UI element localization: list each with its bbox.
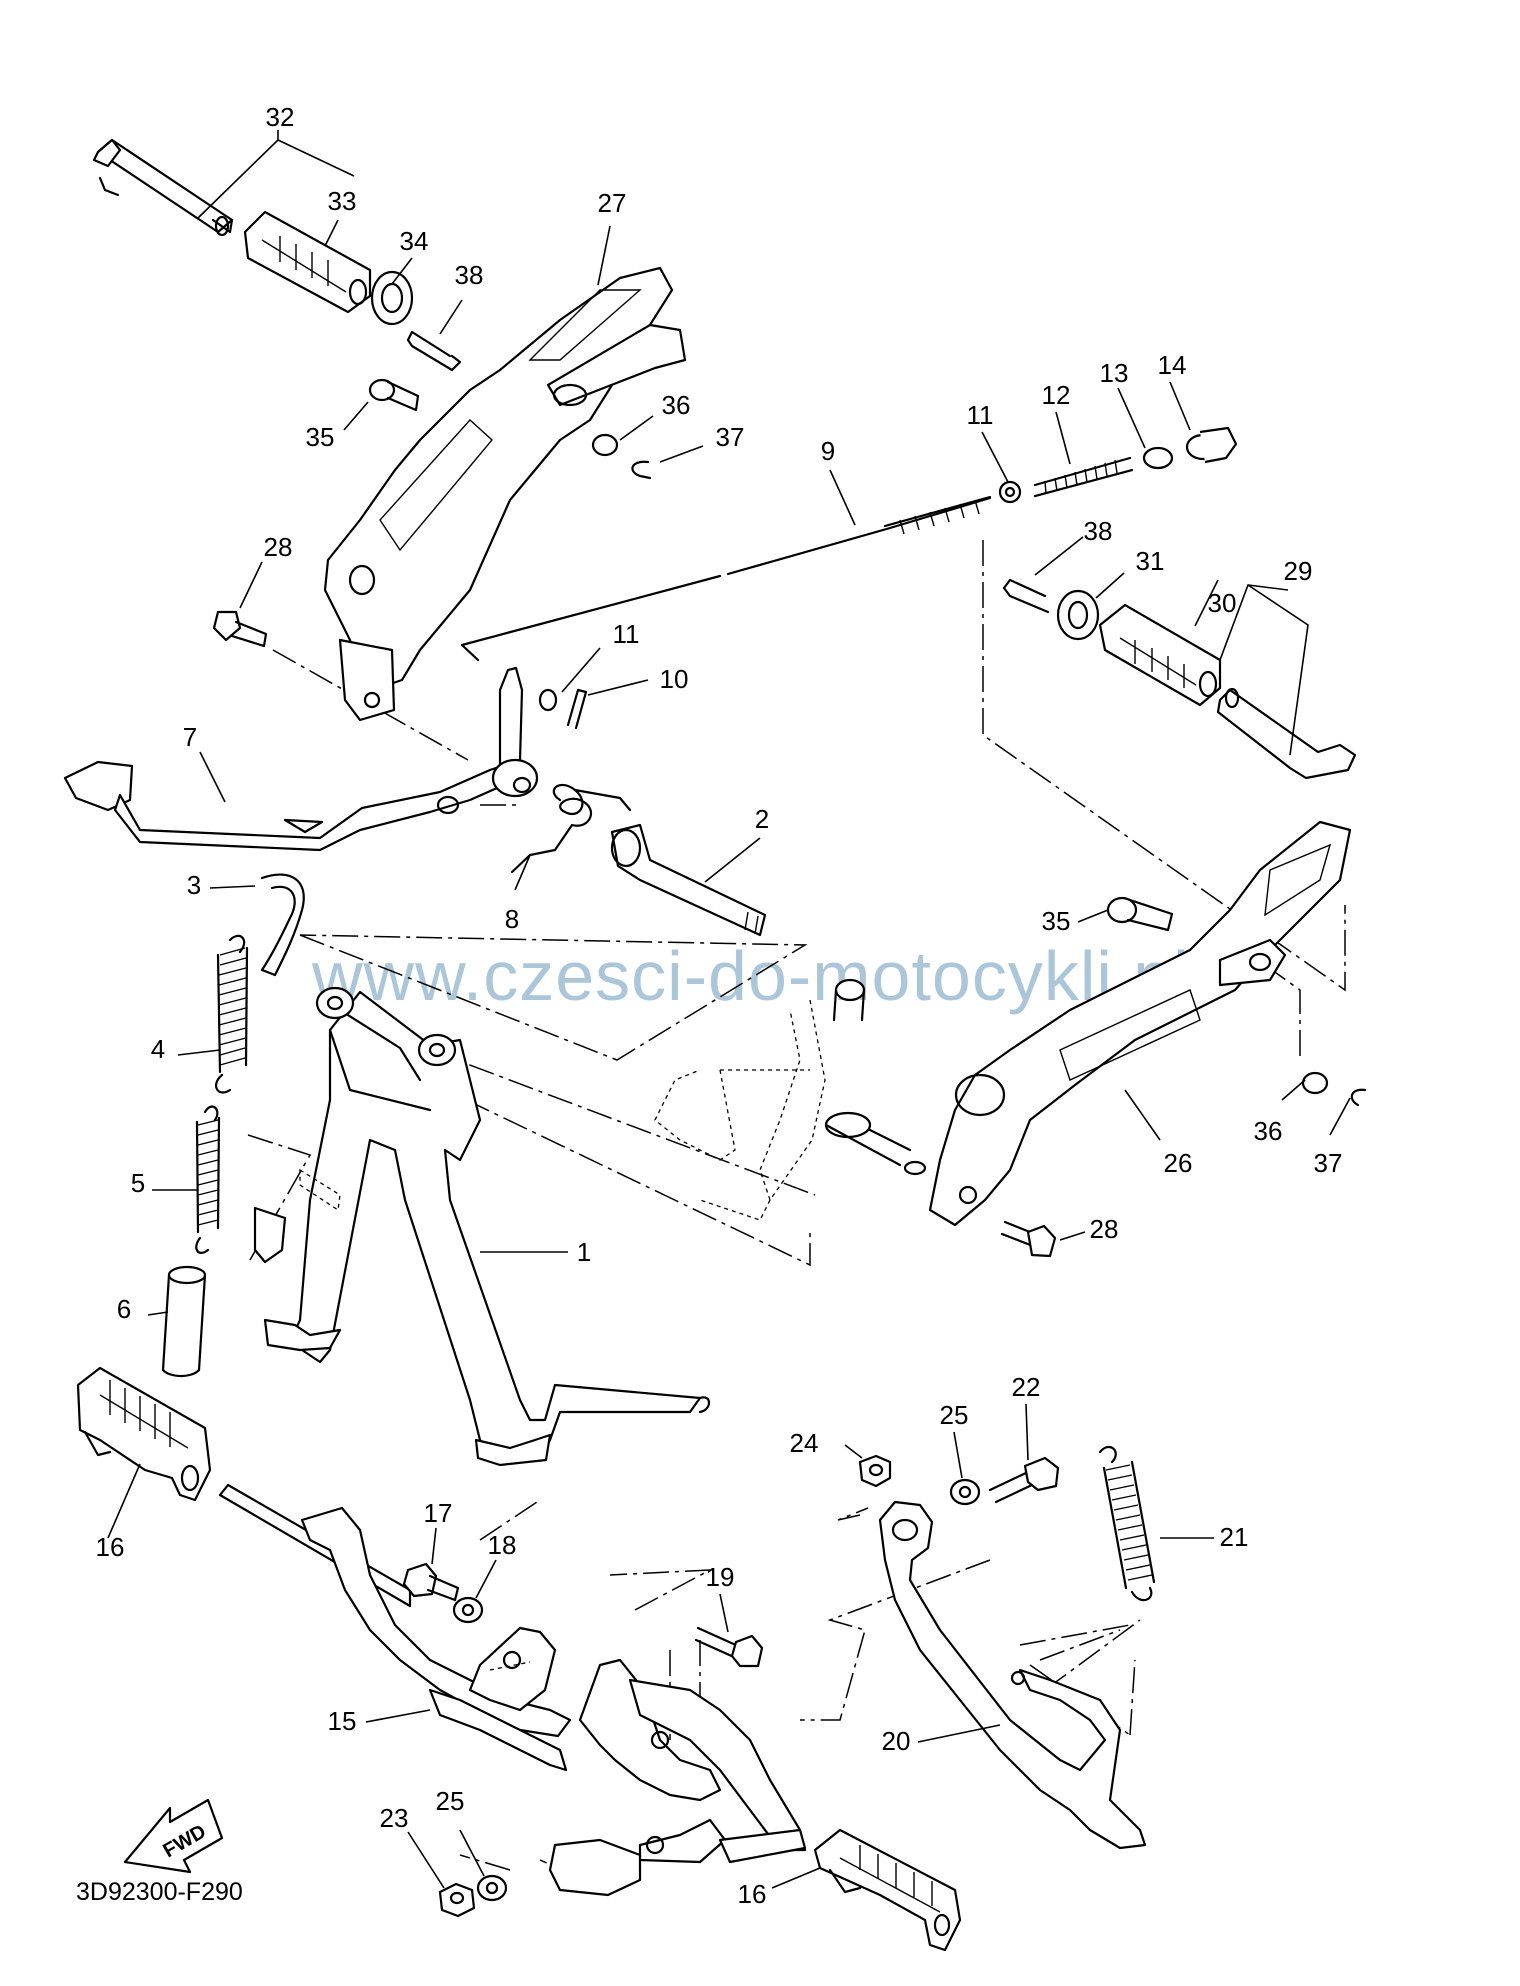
watermark-text: www.czesci-do-motocykli.pl [311,937,1190,1015]
center-stand-spring [215,934,249,1094]
rider-footrest-bar [218,1483,807,1897]
callout-label: 37 [716,422,745,452]
bolt-28-upper [212,610,268,648]
cotter-pin-upper [406,330,462,372]
callout-label: 12 [1042,380,1071,410]
callout-label: 17 [424,1498,453,1528]
frame-ghost [654,978,927,1221]
footrest-bracket-right [928,820,1352,1227]
callout-label: 5 [131,1168,145,1198]
callout-label: 25 [436,1786,465,1816]
small-spring [195,1105,221,1254]
brake-rod [460,495,992,662]
fwd-arrow: FWD [123,1798,224,1874]
callout-label: 38 [1084,516,1113,546]
washer-clip-upper [591,433,652,480]
callout-label: 28 [264,532,293,562]
callout-label: 11 [967,400,994,430]
callout-label: 18 [488,1530,517,1560]
callout-label: 6 [117,1294,131,1324]
side-stand-spring [1098,1445,1156,1602]
callout-label: 36 [662,390,691,420]
callout-label: 22 [1012,1372,1041,1402]
callout-label: 24 [790,1428,819,1458]
callout-label: 14 [1158,350,1187,380]
callout-label: 28 [1090,1214,1119,1244]
callout-label: 9 [821,436,835,466]
pin-bolt-right [1106,896,1174,932]
footrest-rubber-upper [243,210,372,314]
side-stand-hardware [858,1454,1060,1506]
callout-label: 35 [1042,906,1071,936]
callout-label: 1 [577,1237,591,1267]
callout-label: 26 [1164,1148,1193,1178]
callout-label: 32 [266,102,295,132]
rod-end-hardware [998,426,1238,504]
callout-label: 11 [613,619,640,649]
bolt-28-right [1000,1220,1057,1258]
callout-label: 20 [882,1726,911,1756]
footrest-assembly-right [1002,578,1357,780]
callout-label: 31 [1136,546,1165,576]
nut-23-washer-25 [438,1874,508,1918]
side-stand [878,1500,1147,1850]
callout-label: 27 [598,188,627,218]
washer-clip-right [1301,1071,1367,1107]
callouts: 32 33 34 38 27 35 36 37 9 11 12 13 14 28… [96,102,1343,1909]
callout-label: 30 [1208,588,1237,618]
footrest-shaft-upper [92,138,234,237]
collar [161,1265,207,1378]
callout-label: 35 [306,422,335,452]
brake-pedal [63,666,539,852]
callout-label: 25 [940,1400,969,1430]
callout-label: 34 [400,226,429,256]
bolt-19 [694,1626,764,1668]
main-stand [253,986,711,1467]
callout-label: 21 [1220,1522,1249,1552]
footrest-rubber-right [813,1828,962,1952]
callout-label: 36 [1254,1116,1283,1146]
callout-label: 37 [1314,1148,1343,1178]
callout-label: 8 [505,904,519,934]
callout-label: 38 [455,260,484,290]
return-spring [510,783,632,874]
callout-label: 15 [328,1706,357,1736]
footrest-rubber-left [76,1366,212,1502]
callout-label: 13 [1100,358,1129,388]
callout-label: 16 [738,1879,767,1909]
figure-code: 3D92300-F290 [76,1878,243,1906]
footrest-bracket-upper [323,266,687,722]
callout-label: 10 [660,664,689,694]
callout-label: 2 [755,804,769,834]
pivot-shaft [610,823,767,937]
bolt-17-washer-18 [402,1562,484,1624]
spring-hook [260,873,305,977]
callout-label: 16 [96,1532,125,1562]
cotter-washer-mid [538,688,588,730]
callout-label: 4 [151,1034,165,1064]
callout-label: 7 [183,722,197,752]
leader-lines [107,130,1351,1889]
callout-label: 19 [706,1562,735,1592]
callout-label: 33 [328,186,357,216]
callout-label: 23 [380,1803,409,1833]
callout-label: 3 [187,870,201,900]
pin-bolt-upper [368,378,420,412]
callout-label: 29 [1284,556,1313,586]
washer-34 [370,270,414,326]
